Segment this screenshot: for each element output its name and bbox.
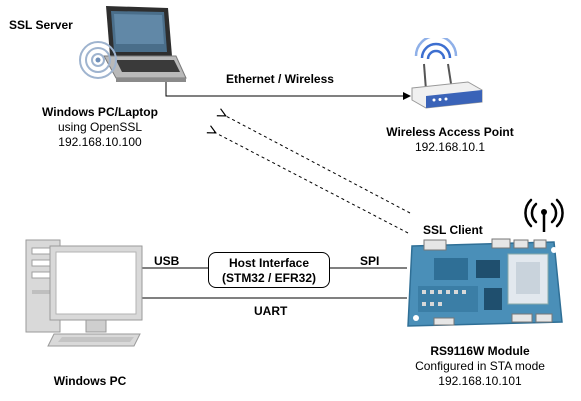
- ssl-server-label: SSL Server: [9, 18, 73, 32]
- host-interface-line2: (STM32 / EFR32): [221, 271, 317, 285]
- laptop-subtitle: using OpenSSL: [57, 120, 143, 134]
- dashed-arrow-top: [224, 115, 411, 214]
- access-point-ip: 192.168.10.1: [414, 140, 486, 154]
- windows-pc-title: Windows PC: [53, 374, 127, 388]
- laptop-title: Windows PC/Laptop: [42, 105, 158, 119]
- ethernet-link-line: [165, 79, 411, 100]
- rs9116-board-icon: [407, 238, 563, 327]
- laptop-ip: 192.168.10.100: [58, 135, 142, 149]
- spi-label: SPI: [360, 254, 380, 268]
- antenna-icon: [524, 198, 564, 232]
- ssl-client-label: SSL Client: [423, 223, 483, 237]
- usb-label: USB: [154, 254, 180, 268]
- desktop-pc-icon: [25, 239, 143, 347]
- module-ip: 192.168.10.101: [438, 374, 522, 388]
- dashed-arrow-bottom: [214, 132, 409, 234]
- wifi-router-icon: [411, 38, 483, 109]
- host-interface-line1: Host Interface: [228, 256, 310, 270]
- host-interface-box: Host Interface (STM32 / EFR32): [208, 252, 330, 288]
- uart-label: UART: [254, 304, 288, 318]
- ethernet-wireless-label: Ethernet / Wireless: [226, 72, 334, 86]
- module-subtitle: Configured in STA mode: [415, 359, 545, 373]
- laptop-icon: [79, 6, 187, 82]
- module-title: RS9116W Module: [430, 344, 530, 358]
- access-point-title: Wireless Access Point: [386, 125, 514, 139]
